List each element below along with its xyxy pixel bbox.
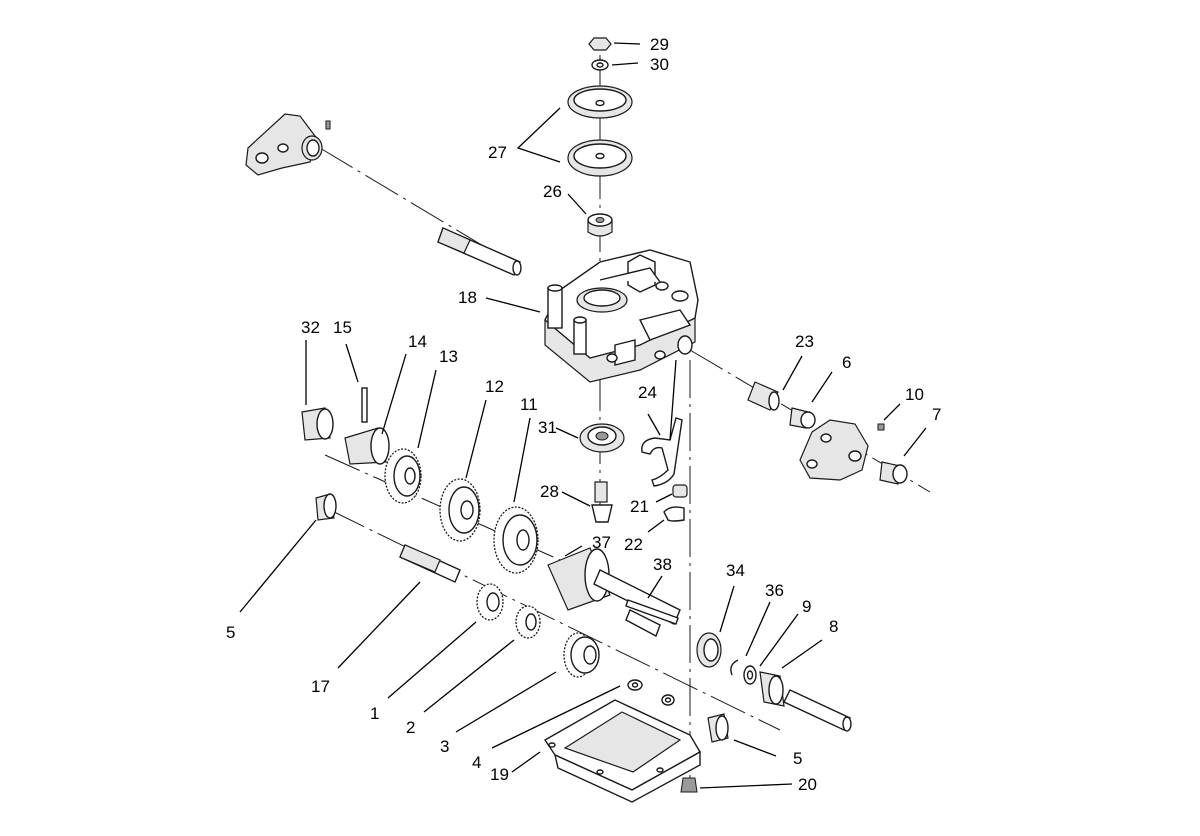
- callout-28: 28: [540, 482, 559, 501]
- callout-34: 34: [726, 561, 745, 580]
- right-bracket-assembly: [747, 381, 908, 485]
- key-38: [625, 599, 679, 625]
- callout-7: 7: [932, 405, 941, 424]
- drain-bolt: [680, 777, 698, 793]
- callout-13: 13: [439, 347, 458, 366]
- transmission-housing: [544, 249, 699, 383]
- callout-37: 37: [592, 533, 611, 552]
- callout-5-left: 5: [226, 623, 235, 642]
- callout-21: 21: [630, 497, 649, 516]
- callout-labels: 29 30 27 26 18 32 15 14 13 12 11 31 28 2…: [226, 35, 941, 794]
- shift-fork: [641, 417, 683, 487]
- center-bearing: [579, 423, 625, 523]
- callout-6: 6: [842, 353, 851, 372]
- callout-22: 22: [624, 535, 643, 554]
- pinion: [591, 504, 613, 523]
- callout-2: 2: [406, 718, 415, 737]
- callout-36: 36: [765, 581, 784, 600]
- callout-1: 1: [370, 704, 379, 723]
- snap-ring-36: [730, 659, 739, 676]
- side-bracket: [799, 419, 869, 481]
- shift-forks: [641, 359, 688, 522]
- callout-38: 38: [653, 555, 672, 574]
- callout-24: 24: [638, 383, 657, 402]
- output-shaft-assembly: [547, 547, 852, 743]
- upper-gear-train: [301, 387, 539, 574]
- callout-31: 31: [538, 418, 557, 437]
- callout-29: 29: [650, 35, 669, 54]
- oil-pan: [544, 699, 701, 803]
- callout-32: 32: [301, 318, 320, 337]
- callout-19: 19: [490, 765, 509, 784]
- callout-18: 18: [458, 288, 477, 307]
- lower-shaft-assembly: [315, 493, 675, 706]
- callout-3: 3: [440, 737, 449, 756]
- callout-11: 11: [520, 395, 538, 414]
- callout-14: 14: [408, 332, 427, 351]
- callout-23: 23: [795, 332, 814, 351]
- leader-lines: [239, 42, 927, 789]
- callout-5-right: 5: [793, 749, 802, 768]
- upper-bracket-assembly: [245, 113, 522, 276]
- callout-15: 15: [333, 318, 352, 337]
- callout-30: 30: [650, 55, 669, 74]
- callout-9: 9: [802, 597, 811, 616]
- callout-10: 10: [905, 385, 924, 404]
- callout-26: 26: [543, 182, 562, 201]
- callout-20: 20: [798, 775, 817, 794]
- nut: [588, 37, 612, 51]
- top-stack: [567, 37, 633, 237]
- callout-12: 12: [485, 377, 504, 396]
- callout-4: 4: [472, 753, 481, 772]
- callout-8: 8: [829, 617, 838, 636]
- callout-17: 17: [311, 677, 330, 696]
- callout-27: 27: [488, 143, 507, 162]
